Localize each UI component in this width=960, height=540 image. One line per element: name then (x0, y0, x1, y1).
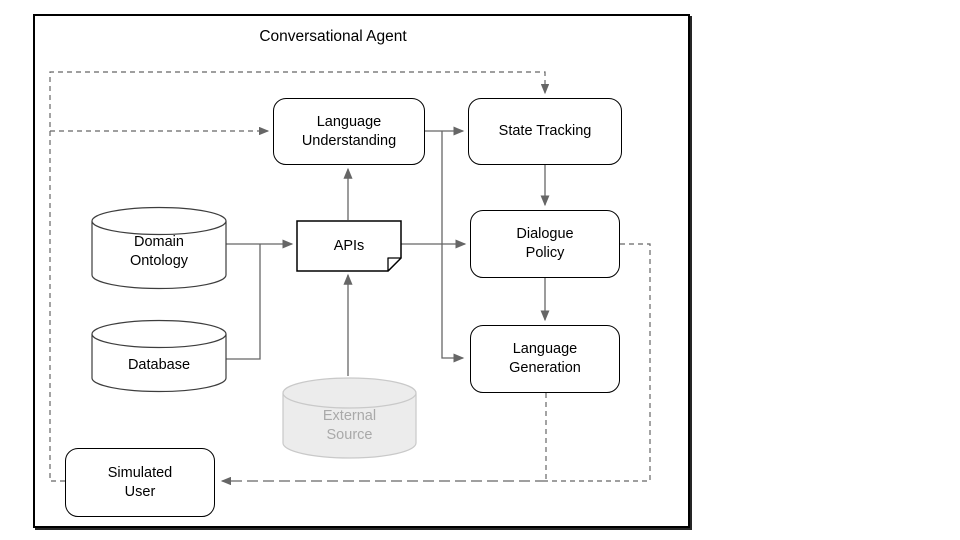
label-external-source: External Source (322, 408, 377, 443)
external-source-cylinder (282, 377, 417, 459)
node-language-understanding: Language Understanding (273, 98, 425, 165)
label-domain-ontology: Domain Ontology (129, 234, 189, 269)
database-cylinder (91, 319, 227, 393)
node-simulated-user: Simulated User (65, 448, 215, 517)
edge-lu-to-languagegeneration (441, 131, 465, 363)
edge-simulateduser-to-statetracking (49, 71, 550, 482)
label-database: Database (127, 356, 191, 373)
domain-ontology-cylinder (91, 206, 227, 290)
label-apis: APIs (333, 237, 365, 254)
apis-document-shape (296, 220, 402, 272)
node-dialogue-policy: Dialogue Policy (470, 210, 620, 278)
edge-dialoguepolicy-to-simulateduser (546, 243, 651, 482)
diagram-title-text: Conversational Agent (259, 28, 407, 45)
conversational-agent-frame (33, 14, 690, 528)
node-language-generation: Language Generation (470, 325, 620, 393)
node-state-tracking: State Tracking (468, 98, 622, 165)
edge-database-to-apis (224, 244, 261, 360)
